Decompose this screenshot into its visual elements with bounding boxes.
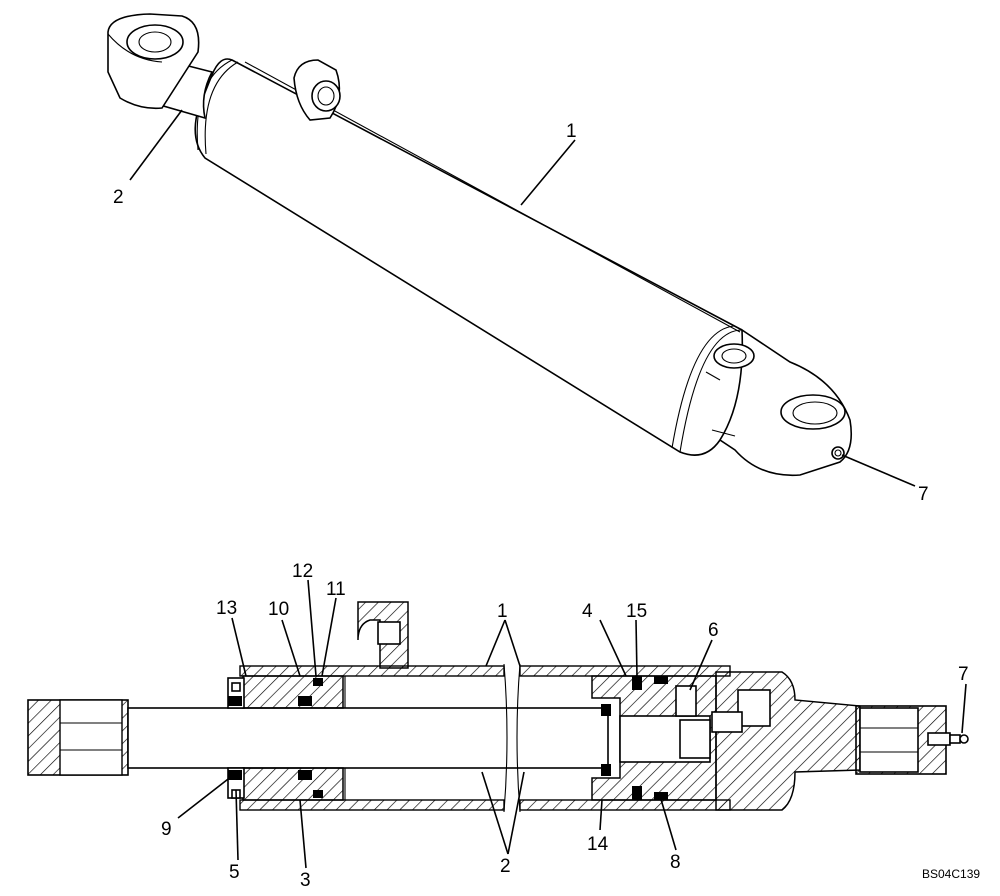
rod-eye [107, 13, 200, 110]
callout-14-section: 14 [587, 834, 609, 855]
callout-4-section: 4 [582, 601, 593, 622]
callout-2-section: 2 [500, 856, 511, 877]
section-piston [591, 675, 717, 801]
callout-11-section: 11 [326, 579, 346, 600]
section-barrel [239, 663, 731, 813]
callout-1-section: 1 [497, 601, 508, 622]
section-piston-rod [127, 707, 609, 769]
base-end-block [705, 328, 853, 477]
section-grease-fitting [927, 732, 969, 746]
callout-2-top: 2 [113, 187, 124, 208]
section-gland [227, 675, 344, 801]
callout-15-section: 15 [626, 601, 647, 622]
callout-3-section: 3 [300, 870, 311, 891]
leader-7-top [841, 454, 916, 487]
callout-1-top: 1 [566, 121, 577, 142]
section-base-cap [711, 671, 861, 811]
callout-12-section: 12 [292, 561, 313, 582]
section-rod-port [357, 601, 409, 669]
upper-port [293, 59, 341, 121]
grease-fitting-top [831, 446, 845, 460]
callout-7-top: 7 [918, 484, 929, 505]
leader-2-top [129, 109, 183, 181]
callout-6-section: 6 [708, 620, 719, 641]
drawing-code: BS04C139 [922, 867, 980, 881]
callout-8-section: 8 [670, 852, 681, 873]
callout-13-section: 13 [216, 598, 237, 619]
callout-7-section: 7 [958, 664, 969, 685]
callout-10-section: 10 [268, 599, 289, 620]
cylinder-barrel [194, 58, 756, 456]
section-rod-eye [27, 699, 129, 776]
section-base-eye [855, 705, 947, 775]
cylinder-perspective-view [107, 13, 916, 487]
leader-1-top [520, 139, 576, 206]
cylinder-section-view [27, 579, 969, 869]
callout-9-section: 9 [161, 819, 172, 840]
callout-5-section: 5 [229, 862, 240, 883]
